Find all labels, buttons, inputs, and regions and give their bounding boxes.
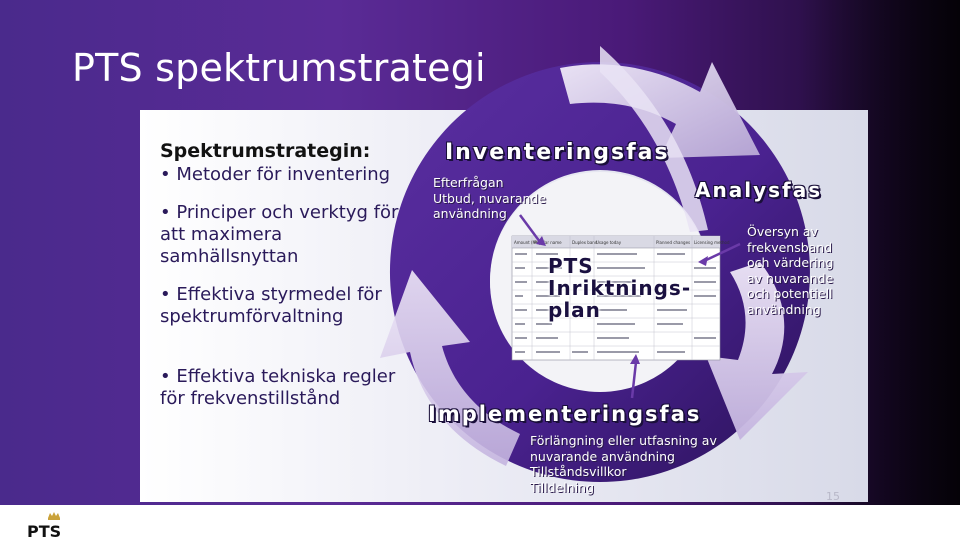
pointer-implementering-head — [630, 354, 640, 364]
strategy-list: Spektrumstrategin: • Metoder för invente… — [160, 140, 410, 410]
pointer-analys-head — [698, 256, 708, 266]
cycle-arrow-bottom — [380, 270, 520, 466]
cycle-ring — [389, 62, 810, 482]
table-header-popular-name: Popular name — [534, 240, 562, 245]
center-plan-label: PTS Inriktnings- plan — [548, 254, 692, 322]
logo-text: PTS — [27, 522, 61, 540]
inventering-title: Inventeringsfas — [445, 140, 670, 165]
table-header-amount: Amount (MHz) — [514, 240, 543, 245]
table-header-planned-changes: Planned changes — [656, 240, 690, 245]
analys-description: Översyn av frekvensband och värdering av… — [747, 224, 834, 317]
pointer-implementering — [630, 361, 638, 399]
inventory-table-thumbnail: Amount (MHz) Popular name Duplex band Us… — [511, 235, 730, 361]
cycle-arrow-right — [706, 262, 808, 440]
analys-title: Analysfas — [695, 178, 823, 202]
implementering-title: Implementeringsfas — [428, 402, 702, 426]
strategy-heading: Spektrumstrategin: — [160, 140, 371, 162]
inner-arrow-sweep — [600, 46, 708, 232]
strategy-bullet: • Principer och verktyg för att maximera… — [160, 202, 399, 267]
crown-icon — [48, 512, 60, 520]
footer-bar — [0, 505, 960, 544]
table-header-duplex-band: Duplex band — [572, 240, 598, 245]
pointer-inventering-head — [536, 236, 546, 246]
strategy-bullet: • Metoder för inventering — [160, 164, 391, 185]
pts-logo: PTS — [27, 512, 61, 540]
table-header-licensing-method: Licensing method — [694, 240, 730, 245]
strategy-bullet: • Effektiva tekniska regler för frekvens… — [160, 366, 396, 409]
pointer-analys — [701, 242, 741, 264]
table-header-usage-today: Usage today — [596, 240, 622, 245]
slide-title: PTS spektrumstrategi — [72, 46, 486, 90]
inventering-description: Efterfrågan Utbud, nuvarande användning — [433, 175, 547, 221]
strategy-bullet: • Effektiva styrmedel för spektrumförval… — [160, 284, 382, 327]
cycle-arrow-top — [560, 62, 760, 158]
implementering-description: Förlängning eller utfasning av nuvarande… — [530, 433, 717, 495]
pointer-inventering — [518, 214, 542, 243]
page-number: 15 — [826, 490, 840, 503]
